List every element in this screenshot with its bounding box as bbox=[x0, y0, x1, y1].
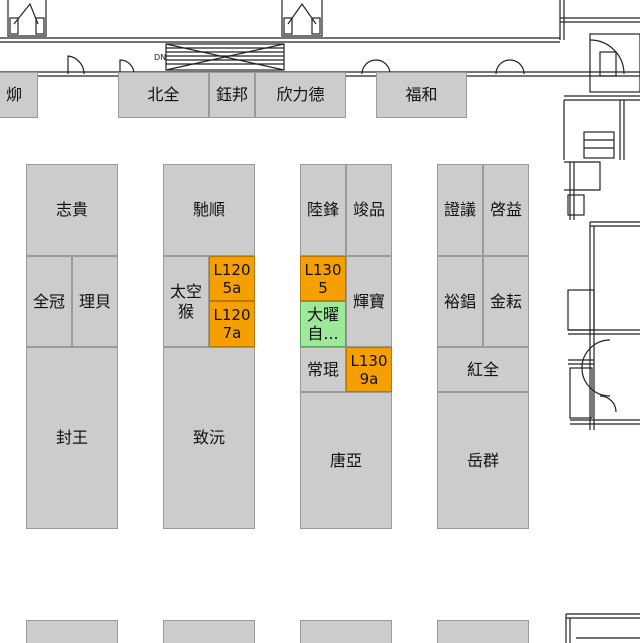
booth-taikonghou-label: 太空猴 bbox=[169, 282, 202, 321]
booth-changkun[interactable]: 常琨 bbox=[300, 347, 346, 392]
booth-lufeng[interactable]: 陸鋒 bbox=[300, 164, 346, 256]
booth-zhiyuan[interactable]: 致沅 bbox=[163, 347, 255, 529]
booth-xinlide[interactable]: 欣力德 bbox=[255, 72, 346, 118]
booth-jinyun[interactable]: 金耘 bbox=[483, 256, 529, 347]
booth-l1205a[interactable]: L1205a bbox=[209, 256, 255, 301]
booth-tangya[interactable]: 唐亞 bbox=[300, 392, 392, 529]
booth-yuequn[interactable]: 岳群 bbox=[437, 392, 529, 529]
booth-xinlide-label: 欣力德 bbox=[276, 85, 325, 105]
booth-fuhe[interactable]: 福和 bbox=[376, 72, 467, 118]
booth-yubang[interactable]: 鈺邦 bbox=[209, 72, 255, 118]
booth-bottom-4[interactable] bbox=[437, 620, 529, 643]
booth-chishun[interactable]: 馳順 bbox=[163, 164, 255, 256]
booth-bottom-2[interactable] bbox=[163, 620, 255, 643]
booth-libei[interactable]: 理貝 bbox=[72, 256, 118, 347]
booth-zhigui[interactable]: 志貴 bbox=[26, 164, 118, 256]
booth-hongquan[interactable]: 紅全 bbox=[437, 347, 529, 392]
booth-zhengyi[interactable]: 證議 bbox=[437, 164, 483, 256]
stair-label: DN bbox=[154, 53, 166, 62]
booth-huibao[interactable]: 輝寶 bbox=[346, 256, 392, 347]
booth-l1207a[interactable]: L1207a bbox=[209, 301, 255, 347]
booth-dayao[interactable]: 大曜自... bbox=[300, 301, 346, 347]
booth-quanguan[interactable]: 全冠 bbox=[26, 256, 72, 347]
booth-bottom-1[interactable] bbox=[26, 620, 118, 643]
booth-l1309a[interactable]: L1309a bbox=[346, 347, 392, 392]
booth-top-left-edge[interactable]: 㶯 bbox=[0, 72, 38, 118]
booth-fengwang[interactable]: 封王 bbox=[26, 347, 118, 529]
booth-bottom-3[interactable] bbox=[300, 620, 392, 643]
booth-yuchang[interactable]: 裕錩 bbox=[437, 256, 483, 347]
booth-junpin[interactable]: 竣品 bbox=[346, 164, 392, 256]
booth-qiyi[interactable]: 啓益 bbox=[483, 164, 529, 256]
booth-l1305[interactable]: L1305 bbox=[300, 256, 346, 301]
booth-taikonghou[interactable]: 太空猴 bbox=[163, 256, 209, 347]
booth-beiquan[interactable]: 北全 bbox=[118, 72, 209, 118]
